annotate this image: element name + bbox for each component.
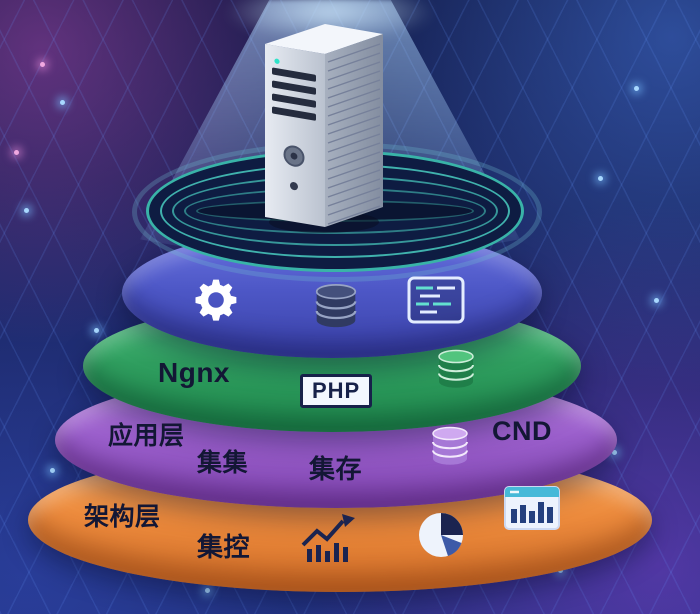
grid-glow-dot bbox=[634, 86, 639, 91]
code-window-icon bbox=[407, 276, 465, 324]
grid-glow-dot bbox=[60, 100, 65, 105]
php-badge: PHP bbox=[300, 374, 373, 408]
database-icon bbox=[438, 349, 474, 388]
architecture-layer-left-label: 集控 bbox=[197, 532, 251, 562]
line-chart-icon bbox=[301, 514, 355, 562]
database-icon bbox=[432, 426, 468, 465]
gear-icon bbox=[195, 279, 237, 321]
pie-chart-icon bbox=[419, 513, 463, 557]
application-layer-title: 应用层 bbox=[108, 422, 185, 450]
bar-chart-window-icon bbox=[504, 486, 560, 530]
grid-glow-dot bbox=[654, 298, 659, 303]
grid-glow-dot bbox=[94, 328, 99, 333]
database-icon bbox=[315, 283, 357, 328]
grid-glow-dot bbox=[205, 588, 210, 593]
web-engine-label: Ngnx bbox=[158, 357, 230, 388]
grid-glow-dot bbox=[50, 468, 55, 473]
grid-glow-dot bbox=[24, 208, 29, 213]
grid-glow-dot bbox=[598, 176, 603, 181]
cnd-label: CND bbox=[492, 416, 552, 446]
application-layer-center-label: 集存 bbox=[309, 454, 363, 484]
grid-glow-dot bbox=[14, 150, 19, 155]
application-layer-left-label: 集集 bbox=[197, 449, 249, 477]
architecture-layer-title: 架构层 bbox=[84, 503, 161, 531]
grid-glow-dot bbox=[612, 450, 617, 455]
grid-glow-dot bbox=[40, 62, 45, 67]
server-tower bbox=[265, 24, 383, 233]
